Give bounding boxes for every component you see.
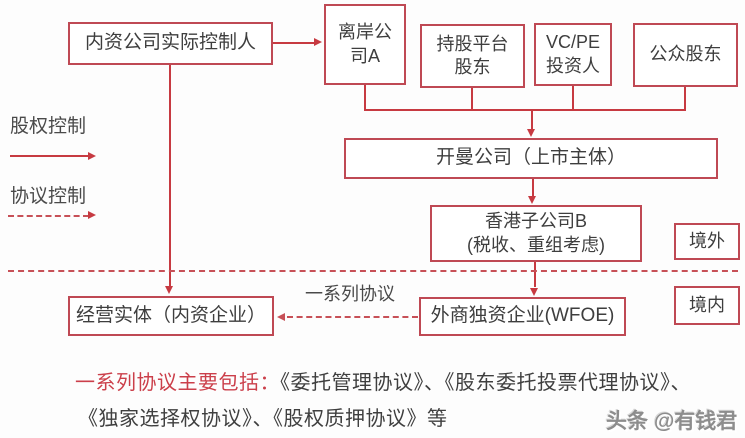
connector-cayman-to-hk [532, 179, 534, 196]
legend-equity-arrow-line [10, 155, 90, 157]
node-hk-subsidiary-b: 香港子公司B (税收、重组考虑) [430, 205, 642, 262]
legend-equity-control-label: 股权控制 [10, 116, 87, 137]
legend-agreement-arrow-line [8, 215, 89, 217]
connector-public-shareholders-drop [684, 87, 686, 110]
connector-shareholders-bus [364, 109, 686, 111]
footer-line-2: 《独家选择权协议》、《股权质押协议》等 [78, 408, 448, 430]
connector-controller-to-offshore-a [273, 42, 316, 44]
zone-offshore-badge: 境外 [674, 223, 740, 260]
connector-offshore-a-drop [364, 85, 366, 110]
zone-onshore-badge: 境内 [674, 286, 740, 325]
node-public-shareholders: 公众股东 [633, 23, 738, 87]
connector-hk-to-wfoe [534, 262, 536, 287]
node-wfoe: 外商独资企业(WFOE) [419, 297, 626, 336]
offshore-onshore-separator-line [8, 270, 738, 272]
node-operating-entity: 经营实体（内资企业） [68, 296, 274, 336]
arrowhead-hk-to-wfoe-icon [530, 288, 538, 296]
legend-equity-arrowhead-icon [88, 152, 96, 160]
arrowhead-controller-to-operating-entity-icon [165, 286, 173, 294]
legend-agreement-arrowhead-icon [88, 211, 96, 219]
node-offshore-company-a: 离岸公 司A [324, 4, 406, 85]
arrowhead-bus-to-cayman-icon [527, 129, 535, 137]
footer-line1-rest-text: 《委托管理协议》、《股东委托投票代理协议》、 [280, 372, 691, 394]
arrowhead-controller-to-offshore-a-icon [314, 38, 322, 46]
connector-wfoe-to-operating-entity [287, 316, 418, 318]
arrowhead-cayman-to-hk-icon [528, 196, 536, 204]
node-vcpe-investors: VC/PE 投资人 [534, 23, 612, 86]
node-cayman-listing-entity: 开曼公司（上市主体） [344, 138, 718, 179]
toutiao-watermark: 头条 @有钱君 [606, 410, 738, 433]
connector-vcpe-drop [572, 86, 574, 110]
connector-bus-to-cayman [531, 111, 533, 129]
agreements-arrow-label: 一系列协议 [305, 284, 395, 304]
footer-lead-red-text: 一系列协议主要包括： [75, 372, 280, 394]
connector-controller-to-operating-entity [169, 65, 171, 286]
connector-holding-platform-drop [471, 88, 473, 110]
node-holding-platform-shareholders: 持股平台 股东 [420, 24, 525, 88]
node-domestic-controller: 内资公司实际控制人 [68, 22, 273, 65]
arrowhead-wfoe-to-operating-entity-icon [277, 313, 285, 321]
footer-line-1: 一系列协议主要包括：《委托管理协议》、《股东委托投票代理协议》、 [75, 366, 691, 395]
legend-agreement-control-label: 协议控制 [10, 186, 87, 207]
